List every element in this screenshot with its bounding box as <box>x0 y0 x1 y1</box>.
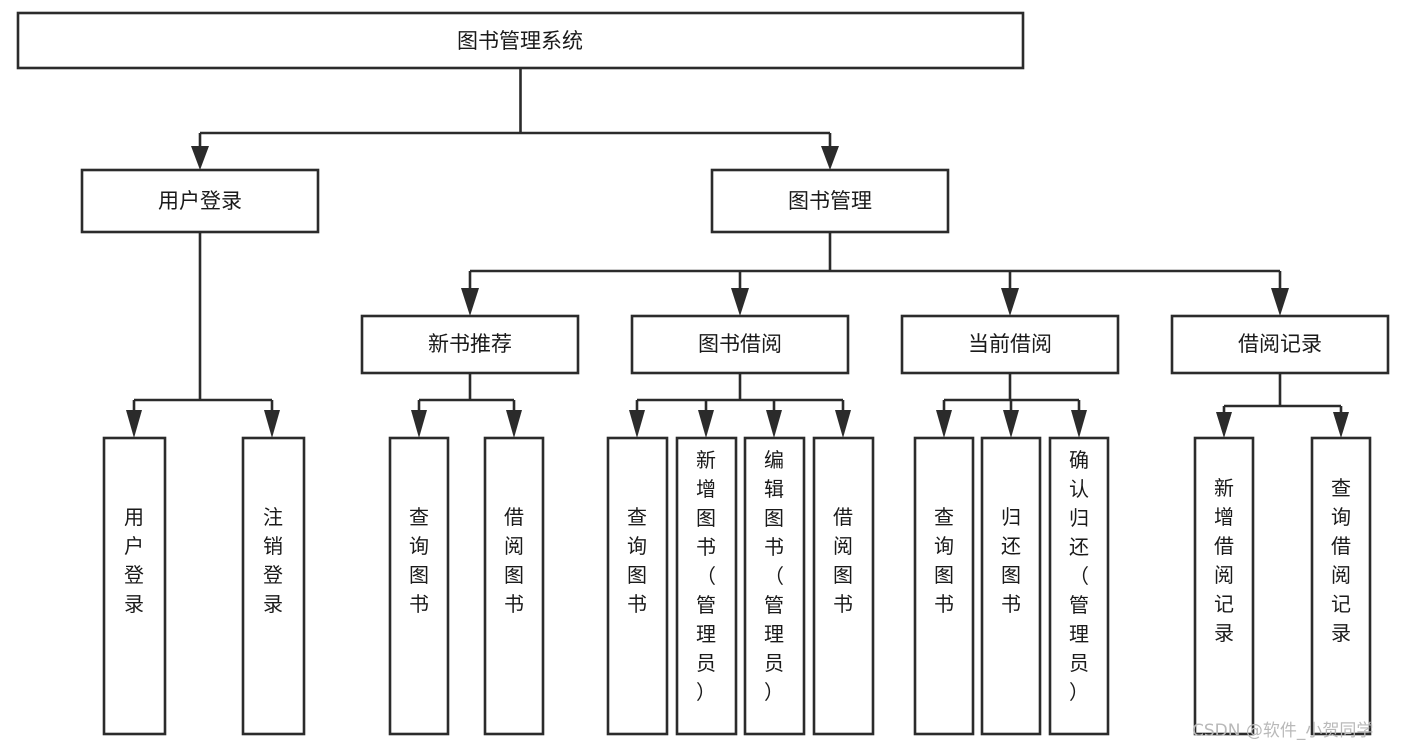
node-current-borrow[interactable]: 当前借阅 <box>900 314 1120 375</box>
arrow-head-borrow-leaf-1 <box>629 410 645 438</box>
arrow-head-current-borrow <box>1001 288 1019 316</box>
leaf-node[interactable]: 编辑图书（管理员） <box>743 436 806 736</box>
leaf-record-query-label: 查询借阅记录 <box>1331 476 1351 645</box>
arrow-head-recommend-leaf-2 <box>506 410 522 438</box>
leaf-borrow-lend-label: 借阅图书 <box>833 505 853 616</box>
arrow-head-borrow-leaf-4 <box>835 410 851 438</box>
leaf-user-login-box[interactable] <box>102 436 167 736</box>
node-new-book-recommend[interactable]: 新书推荐 <box>360 314 580 375</box>
arrow-head-leaf-logout <box>264 410 280 438</box>
leaf-node[interactable]: 注销登录 <box>241 436 306 736</box>
leaf-node[interactable]: 借阅图书 <box>812 436 875 736</box>
leaf-node[interactable]: 确认归还（管理员） <box>1048 436 1110 736</box>
node-book-manage[interactable]: 图书管理 <box>710 168 950 234</box>
leaf-node[interactable]: 查询图书 <box>388 436 450 736</box>
leaf-current-return-label: 归还图书 <box>1001 505 1021 616</box>
leaf-node[interactable]: 借阅图书 <box>483 436 545 736</box>
leaf-recommend-query-box[interactable] <box>388 436 450 736</box>
leaf-current-return-box[interactable] <box>980 436 1042 736</box>
leaf-node[interactable]: 查询图书 <box>913 436 975 736</box>
leaf-borrow-add-label: 新增图书（管理员） <box>696 448 716 704</box>
leaf-node[interactable]: 查询借阅记录 <box>1310 436 1372 736</box>
csdn-watermark: CSDN @软件_小贺同学 <box>1192 721 1373 741</box>
arrow-head-borrow-record <box>1271 288 1289 316</box>
leaf-user-login-label: 用户登录 <box>124 505 144 616</box>
node-user-login-label: 用户登录 <box>158 189 242 213</box>
node-root[interactable]: 图书管理系统 <box>16 11 1025 70</box>
node-current-borrow-label: 当前借阅 <box>968 332 1052 356</box>
leaf-recommend-query-label: 查询图书 <box>409 505 429 616</box>
node-user-login[interactable]: 用户登录 <box>80 168 320 234</box>
node-book-manage-label: 图书管理 <box>788 189 872 213</box>
leaf-current-confirm-box[interactable] <box>1048 436 1110 736</box>
arrow-head-borrow-leaf-3 <box>766 410 782 438</box>
leaf-node[interactable]: 查询图书 <box>606 436 669 736</box>
node-book-borrow[interactable]: 图书借阅 <box>630 314 850 375</box>
leaf-borrow-lend-box[interactable] <box>812 436 875 736</box>
node-book-borrow-label: 图书借阅 <box>698 332 782 356</box>
leaf-borrow-edit-label: 编辑图书（管理员） <box>764 448 784 704</box>
leaf-node[interactable]: 归还图书 <box>980 436 1042 736</box>
node-current-borrow-box[interactable] <box>900 314 1120 375</box>
node-borrow-record-box[interactable] <box>1170 314 1390 375</box>
arrow-head-book-manage <box>821 146 839 170</box>
arrow-head-new-book <box>461 288 479 316</box>
node-book-manage-box[interactable] <box>710 168 950 234</box>
leaf-borrow-add-box[interactable] <box>675 436 738 736</box>
leaf-recommend-borrow-box[interactable] <box>483 436 545 736</box>
leaf-current-confirm-label: 确认归还（管理员） <box>1069 448 1089 704</box>
node-borrow-record[interactable]: 借阅记录 <box>1170 314 1390 375</box>
arrow-head-current-leaf-2 <box>1003 410 1019 438</box>
leaf-record-add-label: 新增借阅记录 <box>1214 476 1234 645</box>
node-borrow-record-label: 借阅记录 <box>1238 332 1322 356</box>
leaf-borrow-edit-box[interactable] <box>743 436 806 736</box>
arrow-head-leaf-user-login <box>126 410 142 438</box>
arrow-head-current-leaf-3 <box>1071 410 1087 438</box>
arrow-head-recommend-leaf-1 <box>411 410 427 438</box>
leaf-current-query-box[interactable] <box>913 436 975 736</box>
leaf-logout-box[interactable] <box>241 436 306 736</box>
node-new-book-recommend-box[interactable] <box>360 314 580 375</box>
arrow-head-current-leaf-1 <box>936 410 952 438</box>
node-root-box[interactable] <box>16 11 1025 70</box>
leaf-node[interactable]: 新增图书（管理员） <box>675 436 738 736</box>
leaf-node[interactable]: 新增借阅记录 <box>1193 436 1255 736</box>
node-new-book-recommend-label: 新书推荐 <box>428 332 512 356</box>
node-book-borrow-box[interactable] <box>630 314 850 375</box>
arrow-head-record-leaf-2 <box>1333 412 1349 438</box>
leaf-logout-label: 注销登录 <box>263 505 283 616</box>
arrow-head-book-borrow <box>731 288 749 316</box>
leaf-borrow-query-box[interactable] <box>606 436 669 736</box>
leaf-recommend-borrow-label: 借阅图书 <box>504 505 524 616</box>
leaf-current-query-label: 查询图书 <box>934 505 954 616</box>
leaf-record-query-box[interactable] <box>1310 436 1372 736</box>
connector-group <box>126 68 1349 438</box>
leaf-node[interactable]: 用户登录 <box>102 436 167 736</box>
leaf-borrow-query-label: 查询图书 <box>627 505 647 616</box>
arrow-head-record-leaf-1 <box>1216 412 1232 438</box>
arrow-head-user-login <box>191 146 209 170</box>
arrow-head-borrow-leaf-2 <box>698 410 714 438</box>
leaf-record-add-box[interactable] <box>1193 436 1255 736</box>
node-root-label: 图书管理系统 <box>457 29 583 53</box>
node-user-login-box[interactable] <box>80 168 320 234</box>
